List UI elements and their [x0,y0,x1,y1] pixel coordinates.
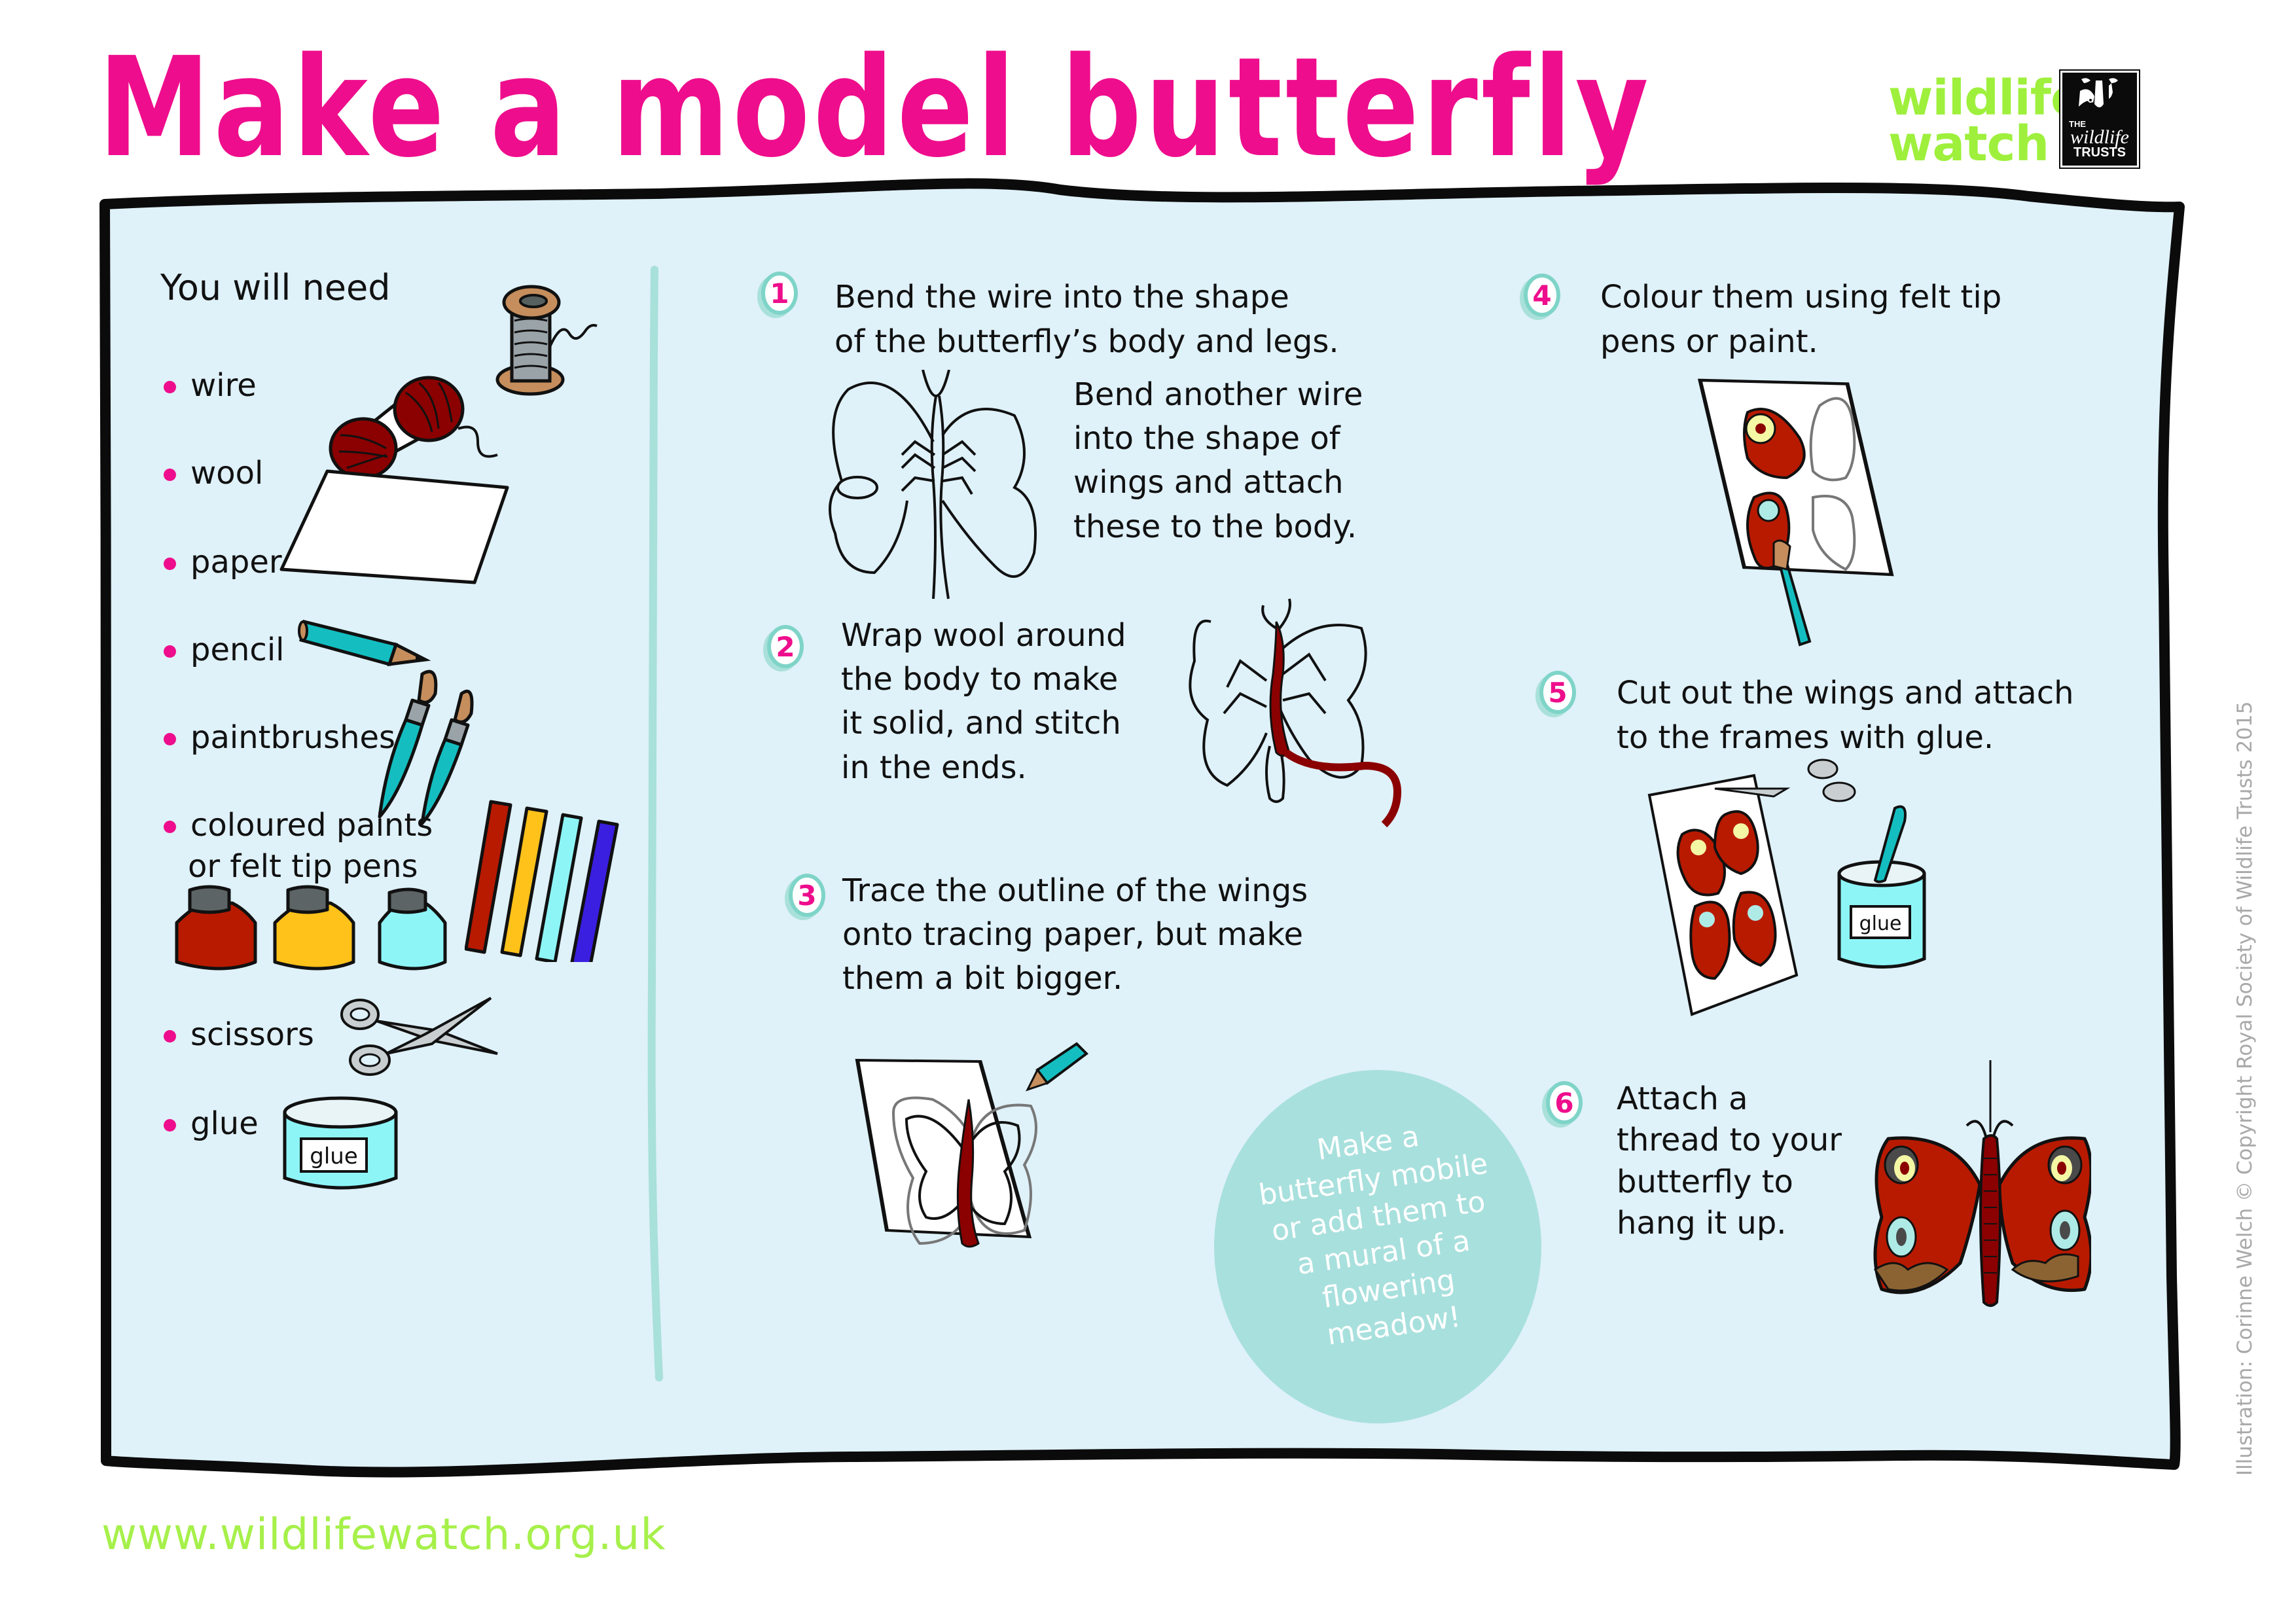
paper-sheet-icon [279,469,509,584]
cut-wings-and-glue-icon: glue [1647,758,1926,1016]
step-badge-2: 2 [767,625,804,668]
column-divider [647,266,663,1382]
step-badge-6: 6 [1546,1081,1583,1124]
wildlife-watch-logo-line1: wildlife [1888,70,2083,126]
felt-tip-pens-icon [465,800,619,962]
material-item-scissors: scissors [164,1014,314,1056]
wool-wrapped-butterfly-icon [1189,598,1402,828]
step-badge-5: 5 [1539,671,1576,714]
bullet-icon [164,1030,176,1043]
bullet-icon [164,1119,176,1132]
wildlife-trusts-logo[interactable]: THE wildlife TRUSTS [2059,69,2140,169]
wildlife-trusts-logo-wildlife: wildlife [2070,126,2129,148]
tip-text: Make a butterfly mobile or add them to a… [1257,1119,1490,1352]
step-6-text: Attach a thread to your butterfly to han… [1617,1080,1842,1242]
bullet-icon [164,733,176,745]
wildlife-watch-logo[interactable]: wildlife watch [1888,70,2083,173]
material-label: pencil [190,632,285,668]
step-1-text: Bend the wire into the shape of the butt… [834,279,1339,361]
material-item-paintbrushes: paintbrushes [164,717,395,758]
glue-label: glue [310,1143,358,1169]
material-item-paints: coloured paints or felt tip pens [164,805,433,888]
wire-butterfly-frame-icon [829,370,1037,599]
step-5-text: Cut out the wings and attach to the fram… [1617,675,2074,757]
material-item-glue: glue [164,1103,259,1145]
material-label: scissors [190,1016,314,1053]
website-link[interactable]: www.wildlifewatch.org.uk [101,1509,666,1560]
material-item-paper: paper [164,542,282,583]
wildlife-trusts-logo-trusts: TRUSTS [2073,145,2126,160]
step-3-text: Trace the outline of the wings onto trac… [842,872,1308,997]
illustration-credit: Illustration: Corinne Welch © Copyright … [2233,701,2257,1476]
material-label: wool [190,455,264,491]
tracing-paper-butterfly-icon [855,1042,1089,1248]
bullet-icon [164,469,176,481]
material-label: coloured paints [190,807,433,844]
paint-pots-icon [175,885,447,971]
material-label: paintbrushes [190,719,396,756]
wildlife-watch-logo-line2: watch [1888,116,2049,173]
tip-circle [1214,1070,1541,1423]
bullet-icon [164,645,176,658]
step-2-text: Wrap wool around the body to make it sol… [841,617,1126,786]
glue-label: glue [1859,912,1902,935]
page-title: Make a model butterfly [98,27,1652,188]
badger-icon [2079,78,2118,107]
painting-wings-icon [1697,378,1894,647]
bullet-icon [164,821,176,833]
step-4-text: Colour them using felt tip pens or paint… [1600,279,2002,361]
paintbrushes-icon [378,669,474,825]
material-item-wire: wire [164,365,257,406]
pencil-icon [298,619,431,667]
step-badge-4: 4 [1524,274,1560,317]
materials-heading: You will need [160,267,391,308]
bullet-icon [164,558,176,570]
scissors-icon [340,997,498,1076]
step-badge-3: 3 [789,874,825,917]
wildlife-trusts-logo-the: THE [2069,119,2086,129]
material-label: paper [190,544,282,580]
glue-pot-icon: glue [283,1096,398,1190]
material-label: wire [190,367,257,404]
wool-skein-icon [329,376,498,480]
bullet-icon [164,381,176,393]
material-label-line2: or felt tip pens [188,848,418,885]
material-label: glue [190,1105,259,1142]
thread-spool-icon [495,285,598,396]
step-1-subtext: Bend another wire into the shape of wing… [1073,376,1363,545]
step-badge-1: 1 [761,272,798,315]
hanging-peacock-butterfly-icon [1873,1060,2091,1307]
material-item-wool: wool [164,453,263,494]
material-item-pencil: pencil [164,630,284,671]
